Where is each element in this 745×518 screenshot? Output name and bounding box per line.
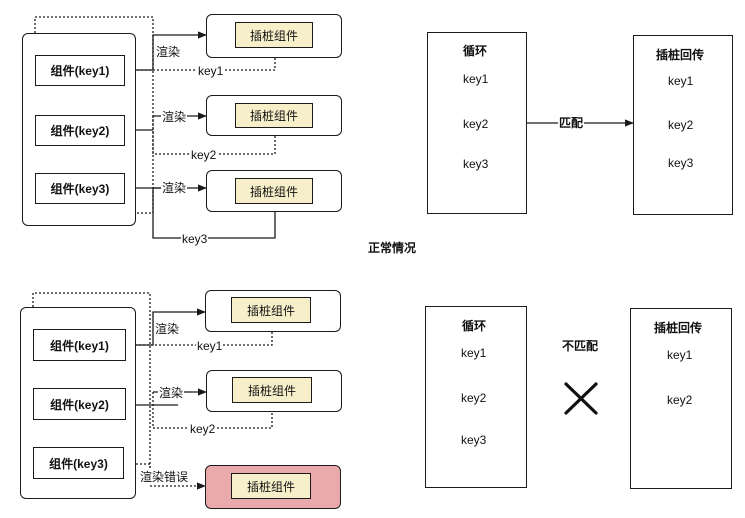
top-stub-2-label: 插桩组件 xyxy=(235,103,313,128)
top-stub-return-panel xyxy=(633,35,733,215)
top-loop-key2: key2 xyxy=(463,117,489,131)
top-render-label-3: 渲染 xyxy=(161,181,188,195)
bottom-render-label-2: 渲染 xyxy=(158,386,185,400)
bottom-component-key2: 组件(key2) xyxy=(33,388,126,420)
top-stub-1-label: 插桩组件 xyxy=(235,22,313,48)
bottom-stub-2-label: 插桩组件 xyxy=(232,377,312,403)
bottom-stub-3-label: 插桩组件 xyxy=(231,473,311,499)
bottom-loop-key3: key3 xyxy=(461,433,487,447)
bottom-stub-2: 插桩组件 xyxy=(206,370,342,412)
bottom-render-label-1: 渲染 xyxy=(154,322,181,336)
bottom-stub-return-key1: key1 xyxy=(667,348,693,362)
top-stub-return-key2: key2 xyxy=(668,118,694,132)
top-stub-return-title: 插桩回传 xyxy=(656,48,705,62)
top-component-key2: 组件(key2) xyxy=(35,115,125,146)
top-loop-panel xyxy=(427,32,527,214)
top-loop-title: 循环 xyxy=(463,44,488,58)
bottom-return-key2: key2 xyxy=(189,422,217,436)
bottom-return-key1: key1 xyxy=(196,339,224,353)
bottom-render-error-label: 渲染错误 xyxy=(139,470,190,484)
top-stub-2: 插桩组件 xyxy=(206,95,342,136)
top-stub-1: 插桩组件 xyxy=(206,14,342,58)
top-render-label-1: 渲染 xyxy=(155,45,182,59)
bottom-loop-title: 循环 xyxy=(462,319,487,333)
mismatch-x-icon xyxy=(564,382,598,415)
bottom-stub-1-label: 插桩组件 xyxy=(231,297,311,323)
top-stub-3: 插桩组件 xyxy=(206,170,342,212)
bottom-stub-3-error: 插桩组件 xyxy=(205,465,341,509)
top-loop-key1: key1 xyxy=(463,72,489,86)
top-render-label-2: 渲染 xyxy=(161,110,188,124)
top-return-key2: key2 xyxy=(190,148,218,162)
bottom-stub-1: 插桩组件 xyxy=(205,290,341,332)
top-stub-return-key3: key3 xyxy=(668,156,694,170)
top-component-key1: 组件(key1) xyxy=(35,55,125,86)
top-return-key3: key3 xyxy=(181,232,209,246)
bottom-loop-key1: key1 xyxy=(461,346,487,360)
normal-case-caption: 正常情况 xyxy=(368,241,417,255)
top-component-key3: 组件(key3) xyxy=(35,173,125,204)
top-loop-key3: key3 xyxy=(463,157,489,171)
bottom-stub-return-panel xyxy=(630,308,732,489)
top-return-key1: key1 xyxy=(197,64,225,78)
bottom-stub-return-title: 插桩回传 xyxy=(654,321,703,335)
top-stub-3-label: 插桩组件 xyxy=(235,178,313,204)
bottom-component-key1: 组件(key1) xyxy=(33,329,126,361)
bottom-loop-panel xyxy=(425,306,527,488)
bottom-stub-return-key2: key2 xyxy=(667,393,693,407)
bottom-loop-key2: key2 xyxy=(461,391,487,405)
bottom-mismatch-label: 不匹配 xyxy=(562,339,599,353)
top-match-label: 匹配 xyxy=(558,116,585,130)
top-stub-return-key1: key1 xyxy=(668,74,694,88)
bottom-component-key3: 组件(key3) xyxy=(33,447,124,479)
